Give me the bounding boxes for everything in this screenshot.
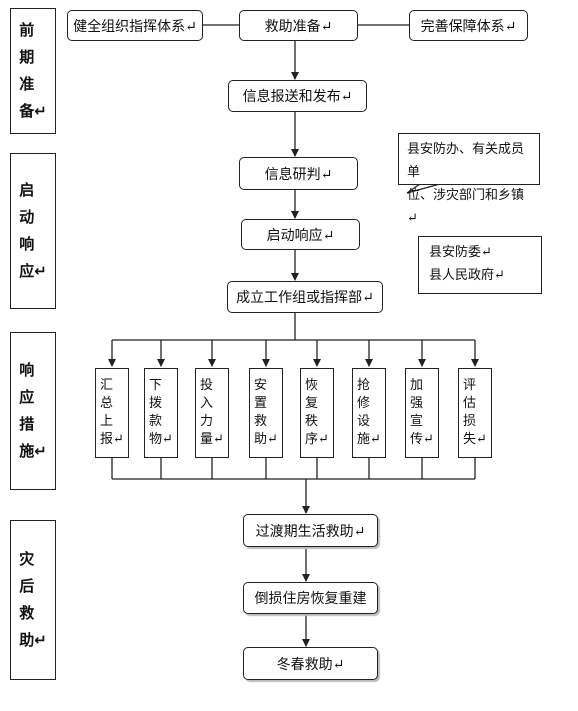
phase-char: 应↵ [19, 262, 47, 280]
measure-label-5: 恢复秩序↵ [305, 377, 329, 449]
measure-char: 投 [200, 378, 214, 393]
measure-label-6: 抢修设施↵ [357, 377, 381, 449]
measure-char: 安 [254, 378, 268, 393]
measure-char: 款 [149, 414, 163, 429]
note-analysis-line-1: 县安防办、有关成员单 [407, 142, 525, 180]
measure-box-8: 评估损失↵ [458, 368, 492, 458]
measure-char: 设 [357, 414, 371, 429]
phase-preparation-label: 前期准备↵ [19, 17, 47, 125]
measure-char: 报↵ [100, 432, 124, 447]
note-authority-line-2: 县人民政府↵ [429, 268, 505, 283]
measure-char: 传↵ [410, 432, 434, 447]
phase-post-disaster-relief-label: 灾后救助↵ [19, 546, 47, 654]
measure-box-1: 汇总上报↵ [95, 368, 129, 458]
measure-char: 置 [254, 396, 268, 411]
node-info-analysis: 信息研判↵ [239, 157, 358, 190]
phase-char: 措 [19, 415, 35, 433]
measure-char: 估 [463, 396, 477, 411]
node-winter-relief: 冬春救助↵ [243, 647, 378, 680]
measure-box-2: 下拨款物↵ [144, 368, 178, 458]
measure-box-4: 安置救助↵ [249, 368, 283, 458]
note-authority-line-1: 县安防委↵ [429, 245, 492, 260]
measure-char: 力 [200, 414, 214, 429]
measure-label-1: 汇总上报↵ [100, 377, 124, 449]
measure-char: 损 [463, 414, 477, 429]
measure-char: 下 [149, 378, 163, 393]
measure-box-3: 投入力量↵ [195, 368, 229, 458]
phase-post-disaster-relief: 灾后救助↵ [10, 520, 56, 680]
note-response-authority: 县安防委↵ 县人民政府↵ [418, 236, 542, 294]
phase-response-measures-label: 响应措施↵ [19, 357, 47, 465]
measure-box-7: 加强宣传↵ [405, 368, 439, 458]
phase-char: 启 [19, 181, 35, 199]
phase-char: 助↵ [19, 631, 47, 649]
phase-response-measures: 响应措施↵ [10, 332, 56, 490]
measure-char: 入 [200, 396, 214, 411]
phase-char: 备↵ [19, 102, 47, 120]
node-start-response: 启动响应↵ [241, 219, 360, 250]
measure-char: 施↵ [357, 432, 381, 447]
note-analysis-line-2: 位、涉灾部门和乡镇↵ [407, 188, 525, 226]
measure-label-4: 安置救助↵ [254, 377, 278, 449]
phase-startup-response: 启动响应↵ [10, 153, 56, 309]
phase-char: 响 [19, 361, 35, 379]
measure-char: 修 [357, 396, 371, 411]
measure-box-6: 抢修设施↵ [352, 368, 386, 458]
measure-char: 强 [410, 396, 424, 411]
measure-char: 宣 [410, 414, 424, 429]
phase-char: 准 [19, 75, 35, 93]
phase-char: 期 [19, 48, 35, 66]
phase-char: 施↵ [19, 442, 47, 460]
phase-char: 救 [19, 604, 35, 622]
measure-char: 物↵ [149, 432, 173, 447]
measure-char: 总 [100, 396, 114, 411]
node-transition-relief: 过渡期生活救助↵ [243, 514, 378, 547]
measure-char: 汇 [100, 378, 114, 393]
measure-box-5: 恢复秩序↵ [300, 368, 334, 458]
measure-label-3: 投入力量↵ [200, 377, 224, 449]
phase-char: 后 [19, 577, 35, 595]
measure-char: 助↵ [254, 432, 278, 447]
phase-char: 前 [19, 21, 35, 39]
node-form-working-group: 成立工作组或指挥部↵ [227, 281, 383, 313]
phase-char: 应 [19, 388, 35, 406]
note-analysis-parties: 县安防办、有关成员单 位、涉灾部门和乡镇↵ [398, 133, 540, 226]
measure-char: 恢 [305, 378, 319, 393]
phase-char: 灾 [19, 550, 35, 568]
measure-label-2: 下拨款物↵ [149, 377, 173, 449]
measure-char: 抢 [357, 378, 371, 393]
measure-char: 评 [463, 378, 477, 393]
measure-label-7: 加强宣传↵ [410, 377, 434, 449]
measure-char: 量↵ [200, 432, 224, 447]
node-support-system: 完善保障体系↵ [409, 10, 528, 41]
phase-char: 响 [19, 235, 35, 253]
phase-startup-response-label: 启动响应↵ [19, 177, 47, 285]
node-info-report: 信息报送和发布↵ [228, 80, 367, 112]
measure-char: 上 [100, 414, 114, 429]
measure-label-8: 评估损失↵ [463, 377, 487, 449]
node-relief-preparation: 救助准备↵ [239, 10, 358, 41]
phase-preparation: 前期准备↵ [10, 8, 56, 134]
measure-char: 救 [254, 414, 268, 429]
measure-char: 拨 [149, 396, 163, 411]
measure-char: 失↵ [463, 432, 487, 447]
node-command-system: 健全组织指挥体系↵ [67, 10, 203, 41]
node-house-rebuild: 倒损住房恢复重建 [243, 582, 378, 614]
measure-char: 加 [410, 378, 424, 393]
measure-char: 秩 [305, 414, 319, 429]
phase-char: 动 [19, 208, 35, 226]
measure-char: 复 [305, 396, 319, 411]
note-callout-tail [406, 183, 441, 194]
measure-char: 序↵ [305, 432, 329, 447]
